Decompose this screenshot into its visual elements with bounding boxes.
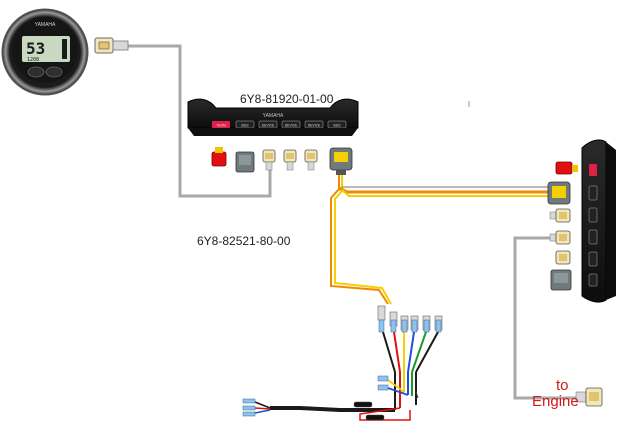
fuse-holders <box>353 401 385 421</box>
engine-connector <box>575 387 603 407</box>
terminal <box>410 315 419 333</box>
terminal <box>434 315 443 333</box>
right-hub-ports <box>588 164 598 287</box>
to-engine-label-to: to <box>556 377 569 394</box>
terminal <box>377 305 386 333</box>
yellow-device-plug-1 <box>262 149 276 171</box>
hub-base <box>188 128 358 136</box>
hub-plugs <box>211 147 353 175</box>
terminal <box>400 315 409 333</box>
orange-yellow-run-2 <box>341 189 548 197</box>
gauge-lcd <box>22 36 70 62</box>
right-red-terminator <box>555 161 578 175</box>
breakout-wires <box>382 331 439 410</box>
gauge-bar-indicator <box>62 39 67 59</box>
terminal <box>422 315 431 333</box>
gauge-left-button[interactable] <box>27 66 45 78</box>
right-device-plug-3 <box>555 250 571 265</box>
gauge-right-button[interactable] <box>45 66 63 78</box>
right-gray-block-plug <box>550 269 572 291</box>
to-engine-label-engine: Engine <box>532 393 579 410</box>
lower-harness <box>270 406 395 412</box>
right-bus-connector <box>547 181 571 205</box>
red-terminator-plug <box>211 147 227 167</box>
small-branch <box>387 379 409 396</box>
right-unit-to-engine-cable <box>513 236 576 400</box>
right-hub-port-5[interactable] <box>588 273 598 287</box>
right-hub-port-0[interactable] <box>589 164 597 176</box>
right-hub-port-4[interactable] <box>588 251 598 267</box>
hub-port-label: DEVICE <box>262 124 275 128</box>
right-hub-port-1[interactable] <box>588 185 598 201</box>
right-hub-side <box>606 142 616 300</box>
hub-port-label: DEVICE <box>285 124 298 128</box>
gauge-secondary-digits: 1208 <box>27 57 39 63</box>
hub-port-label: TERM <box>216 124 226 128</box>
small-branch-terminals <box>377 375 389 391</box>
terminal-row <box>377 305 443 333</box>
gauge-connector <box>94 37 129 54</box>
network-hub: YAMAHA TERM BUS DEVICE DEVICE DEVICE BUS <box>187 98 359 136</box>
right-hub-port-2[interactable] <box>588 207 598 223</box>
lower-left-terminals <box>242 398 256 417</box>
hub-part-number-label: 6Y8-81920-01-00 <box>240 92 334 106</box>
hub-port-row <box>212 120 347 129</box>
hub-brand: YAMAHA <box>263 113 284 119</box>
hub-port-label: BUS <box>242 124 250 128</box>
lower-left-leads <box>254 401 271 414</box>
gray-block-plug <box>235 151 255 173</box>
hub-port-0[interactable] <box>212 121 230 128</box>
bus-connector-plug <box>329 147 353 175</box>
marker-tick-lower <box>415 391 419 399</box>
gauge-display: YAMAHA 53 1208 <box>1 8 89 96</box>
orange-yellow-run <box>338 186 548 194</box>
right-device-plug-1 <box>549 208 571 223</box>
yellow-device-plug-3 <box>304 149 318 171</box>
gauge-main-digits: 53 <box>26 39 45 58</box>
gauge-brand: YAMAHA <box>35 22 56 28</box>
right-plugs <box>547 161 578 291</box>
yellow-device-plug-2 <box>283 149 297 171</box>
hub-port-label: DEVICE <box>308 124 321 128</box>
harness-part-number-label: 6Y8-82521-80-00 <box>197 234 291 248</box>
terminal <box>389 311 398 333</box>
lower-red-loop <box>359 407 411 421</box>
right-device-plug-2 <box>549 230 571 245</box>
right-network-hub <box>581 139 616 303</box>
gauge-to-hub-cable <box>128 44 272 198</box>
right-hub-port-3[interactable] <box>588 229 598 245</box>
harness-orange-wire <box>330 172 389 305</box>
hub-port-label: BUS <box>334 124 342 128</box>
